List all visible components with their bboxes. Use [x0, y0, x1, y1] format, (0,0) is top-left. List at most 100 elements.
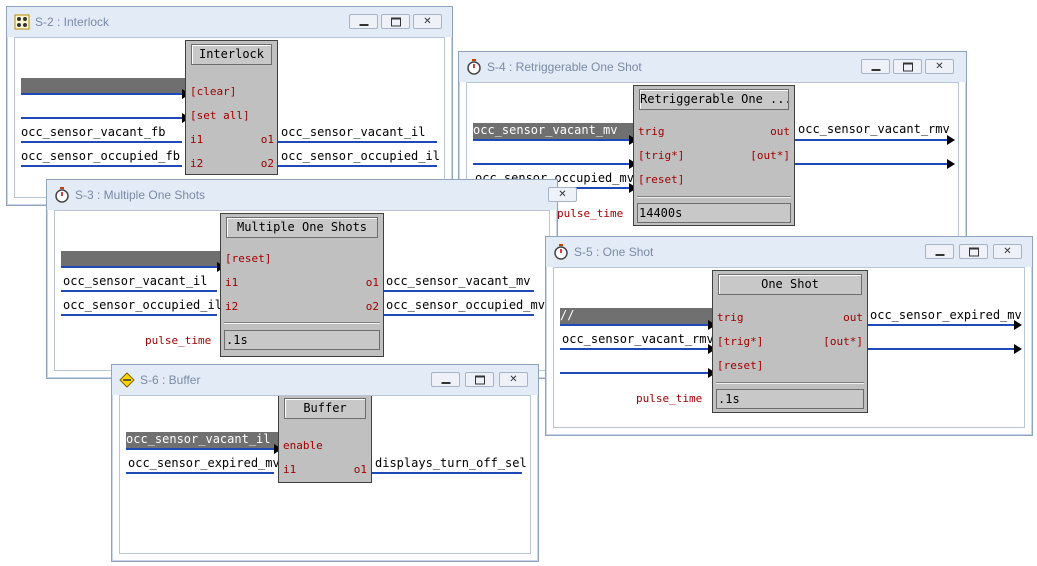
input-signal-label[interactable]: occ_sensor_occupied_fb	[21, 149, 180, 163]
input-signal-label[interactable]: occ_sensor_vacant_il	[63, 274, 208, 288]
minimize-button[interactable]	[431, 372, 460, 387]
pin-o1[interactable]: o1	[365, 276, 379, 289]
minimize-button[interactable]	[861, 59, 890, 74]
pin-out-star[interactable]: [out*]	[823, 335, 863, 348]
close-button[interactable]: ✕	[993, 244, 1022, 259]
retriggerable-one-shot-block[interactable]: Retriggerable One ... trig [trig*] [rese…	[633, 85, 795, 226]
pin-out[interactable]: out	[770, 125, 790, 138]
pin-enable[interactable]: enable	[283, 439, 323, 452]
param-value-field[interactable]: .1s	[716, 389, 864, 409]
minimize-button[interactable]	[925, 244, 954, 259]
pin-o1[interactable]: o1	[353, 463, 367, 476]
maximize-button[interactable]	[465, 372, 494, 387]
pin-trig[interactable]: trig	[638, 125, 665, 138]
pin-o1[interactable]: o1	[260, 133, 274, 146]
pin-o2[interactable]: o2	[260, 157, 274, 170]
input-slot-highlight	[61, 251, 221, 267]
maximize-button[interactable]	[959, 244, 988, 259]
titlebar[interactable]: S-4 : Retriggerable One Shot ✕	[459, 52, 966, 82]
close-icon: ✕	[423, 15, 432, 27]
window-title: S-4 : Retriggerable One Shot	[487, 60, 642, 74]
pin-set-all[interactable]: [set all]	[190, 109, 250, 122]
window-s2-interlock[interactable]: S-2 : Interlock ✕ occ_sensor_vacant_fb o…	[6, 6, 453, 206]
close-icon: ✕	[1003, 245, 1012, 257]
wire	[126, 472, 276, 474]
window-s5-one-shot[interactable]: S-5 : One Shot ✕ // occ_sensor_vacant_rm…	[545, 236, 1033, 436]
minimize-icon	[871, 68, 880, 71]
maximize-icon	[390, 17, 401, 26]
pin-out-star[interactable]: [out*]	[750, 149, 790, 162]
param-value-field[interactable]: 14400s	[637, 203, 791, 223]
wire	[868, 348, 1014, 350]
maximize-button[interactable]	[893, 59, 922, 74]
diagram-canvas[interactable]: occ_sensor_vacant_fb occ_sensor_occupied…	[14, 37, 445, 198]
block-title: Interlock	[191, 44, 272, 65]
wire	[384, 314, 534, 316]
input-signal-label[interactable]: occ_sensor_vacant_fb	[21, 125, 166, 139]
interlock-icon	[14, 14, 30, 30]
output-signal-label[interactable]: occ_sensor_vacant_rmv	[798, 122, 950, 136]
pin-reset[interactable]: [reset]	[225, 252, 272, 265]
close-icon: ✕	[558, 188, 567, 200]
pin-reset[interactable]: [reset]	[638, 173, 685, 186]
input-signal-label[interactable]: occ_sensor_vacant_rmv	[562, 332, 714, 346]
pin-reset[interactable]: [reset]	[717, 359, 764, 372]
interlock-block[interactable]: Interlock [clear] [set all] i1 i2 o1 o2	[185, 40, 278, 175]
param-value-field[interactable]: .1s	[224, 330, 380, 350]
pin-i1[interactable]: i1	[225, 276, 239, 289]
output-arrow	[947, 159, 955, 169]
output-arrow	[534, 310, 543, 320]
pin-o2[interactable]: o2	[365, 300, 379, 313]
titlebar[interactable]: S-2 : Interlock ✕	[7, 7, 452, 37]
window-s6-buffer[interactable]: S-6 : Buffer ✕ occ_sensor_vacant_il occ_…	[111, 364, 539, 562]
input-signal-label[interactable]: occ_sensor_vacant_mv	[473, 123, 633, 139]
wire	[473, 163, 631, 165]
output-signal-label[interactable]: displays_turn_off_sel	[375, 456, 527, 470]
titlebar[interactable]: S-5 : One Shot ✕	[546, 237, 1032, 267]
output-signal-label[interactable]: occ_sensor_occupied_mv	[386, 298, 545, 312]
output-signal-label[interactable]: occ_sensor_expired_mv	[870, 308, 1022, 322]
output-signal-label[interactable]: occ_sensor_vacant_mv	[386, 274, 531, 288]
titlebar[interactable]: S-3 : Multiple One Shots ✕	[47, 180, 577, 210]
pin-out[interactable]: out	[843, 311, 863, 324]
pin-i1[interactable]: i1	[190, 133, 204, 146]
one-shot-block[interactable]: One Shot trig [trig*] [reset] out [out*]…	[712, 270, 868, 413]
wire	[473, 139, 631, 141]
input-signal-label[interactable]: occ_sensor_occupied_il	[63, 298, 222, 312]
pin-trig-star[interactable]: [trig*]	[638, 149, 685, 162]
multiple-one-shots-block[interactable]: Multiple One Shots [reset] i1 i2 o1 o2 .…	[220, 213, 384, 357]
output-arrow	[1014, 320, 1022, 330]
close-button[interactable]: ✕	[925, 59, 954, 74]
wire	[21, 165, 184, 167]
input-signal-label[interactable]: //	[560, 308, 713, 324]
block-separator	[224, 322, 380, 324]
diagram-canvas[interactable]: occ_sensor_vacant_il occ_sensor_occupied…	[54, 210, 550, 371]
close-button[interactable]: ✕	[413, 14, 442, 29]
minimize-button[interactable]	[349, 14, 378, 29]
output-signal-label[interactable]: occ_sensor_occupied_il	[281, 149, 440, 163]
output-arrow	[534, 286, 543, 296]
diagram-canvas[interactable]: occ_sensor_vacant_il occ_sensor_expired_…	[119, 395, 531, 554]
pin-i2[interactable]: i2	[190, 157, 204, 170]
close-button[interactable]: ✕	[548, 187, 577, 202]
stopwatch-icon	[553, 244, 569, 260]
wire	[278, 165, 438, 167]
close-button[interactable]: ✕	[499, 372, 528, 387]
titlebar[interactable]: S-6 : Buffer ✕	[112, 365, 538, 395]
input-signal-label[interactable]: occ_sensor_vacant_il	[126, 432, 278, 448]
diagram-canvas[interactable]: // occ_sensor_vacant_rmv pulse_time One …	[553, 267, 1025, 428]
pin-trig-star[interactable]: [trig*]	[717, 335, 764, 348]
buffer-block[interactable]: Buffer enable i1 o1	[278, 396, 372, 483]
pin-trig[interactable]: trig	[717, 311, 744, 324]
window-s4-retriggerable-one-shot[interactable]: S-4 : Retriggerable One Shot ✕ occ_senso…	[458, 51, 967, 251]
pin-i2[interactable]: i2	[225, 300, 239, 313]
maximize-button[interactable]	[381, 14, 410, 29]
pin-clear[interactable]: [clear]	[190, 85, 237, 98]
window-s3-multiple-one-shots[interactable]: S-3 : Multiple One Shots ✕ occ_sensor_va…	[46, 179, 577, 379]
block-title: Multiple One Shots	[226, 217, 378, 238]
stopwatch-icon	[54, 187, 70, 203]
output-signal-label[interactable]: occ_sensor_vacant_il	[281, 125, 426, 139]
block-title: One Shot	[718, 274, 862, 295]
pin-i1[interactable]: i1	[283, 463, 297, 476]
input-signal-label[interactable]: occ_sensor_expired_mv	[128, 456, 280, 470]
